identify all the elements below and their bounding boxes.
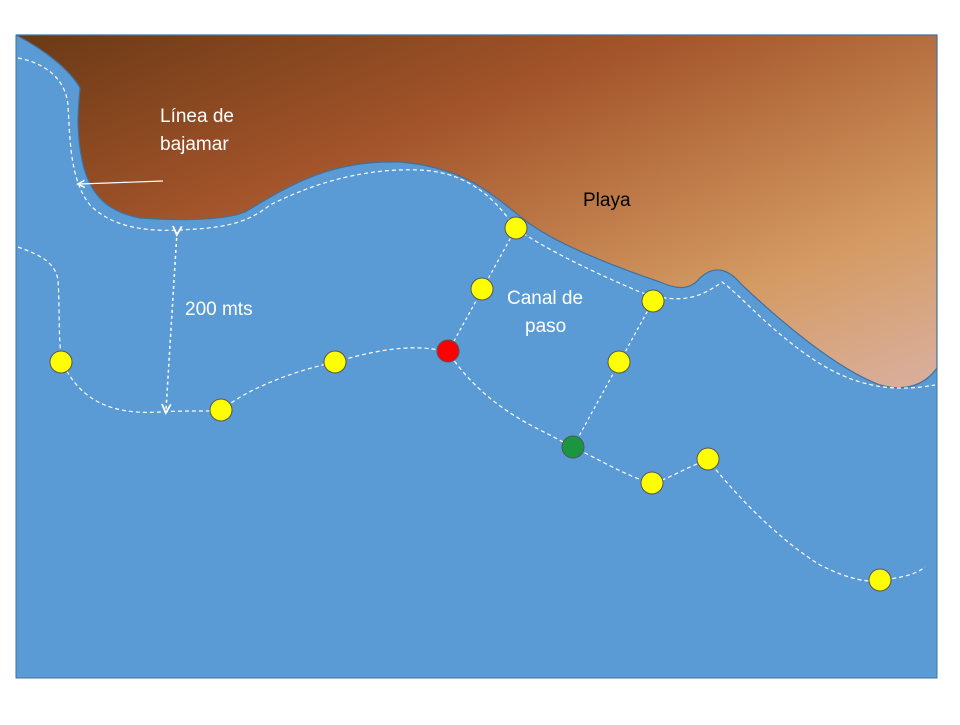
buoy-9 <box>641 289 665 313</box>
buoy-11 <box>696 447 720 471</box>
low-tide-line <box>17 57 936 389</box>
channel-line-right <box>572 300 654 448</box>
beach-label: Playa <box>583 190 631 211</box>
buoy-2 <box>209 398 233 422</box>
buoy-8 <box>607 350 631 374</box>
buoy-10 <box>640 471 664 495</box>
low-tide-pointer <box>80 181 164 184</box>
buoy-6 <box>504 216 528 240</box>
channel-label-line-1: Canal de <box>507 288 583 309</box>
low-tide-label-line-2: bajamar <box>160 134 229 155</box>
buoy-7 <box>561 435 585 459</box>
buoy-line-left <box>17 246 926 582</box>
beach-land <box>15 34 938 389</box>
buoys-group <box>49 216 892 592</box>
distance-label: 200 mts <box>185 299 253 320</box>
low-tide-label-line-1: Línea de <box>160 106 234 127</box>
buoy-12 <box>868 568 892 592</box>
buoy-5 <box>470 277 494 301</box>
channel-label-line-2: paso <box>525 316 566 337</box>
buoy-4 <box>436 339 460 363</box>
buoy-3 <box>323 350 347 374</box>
buoy-1 <box>49 350 73 374</box>
